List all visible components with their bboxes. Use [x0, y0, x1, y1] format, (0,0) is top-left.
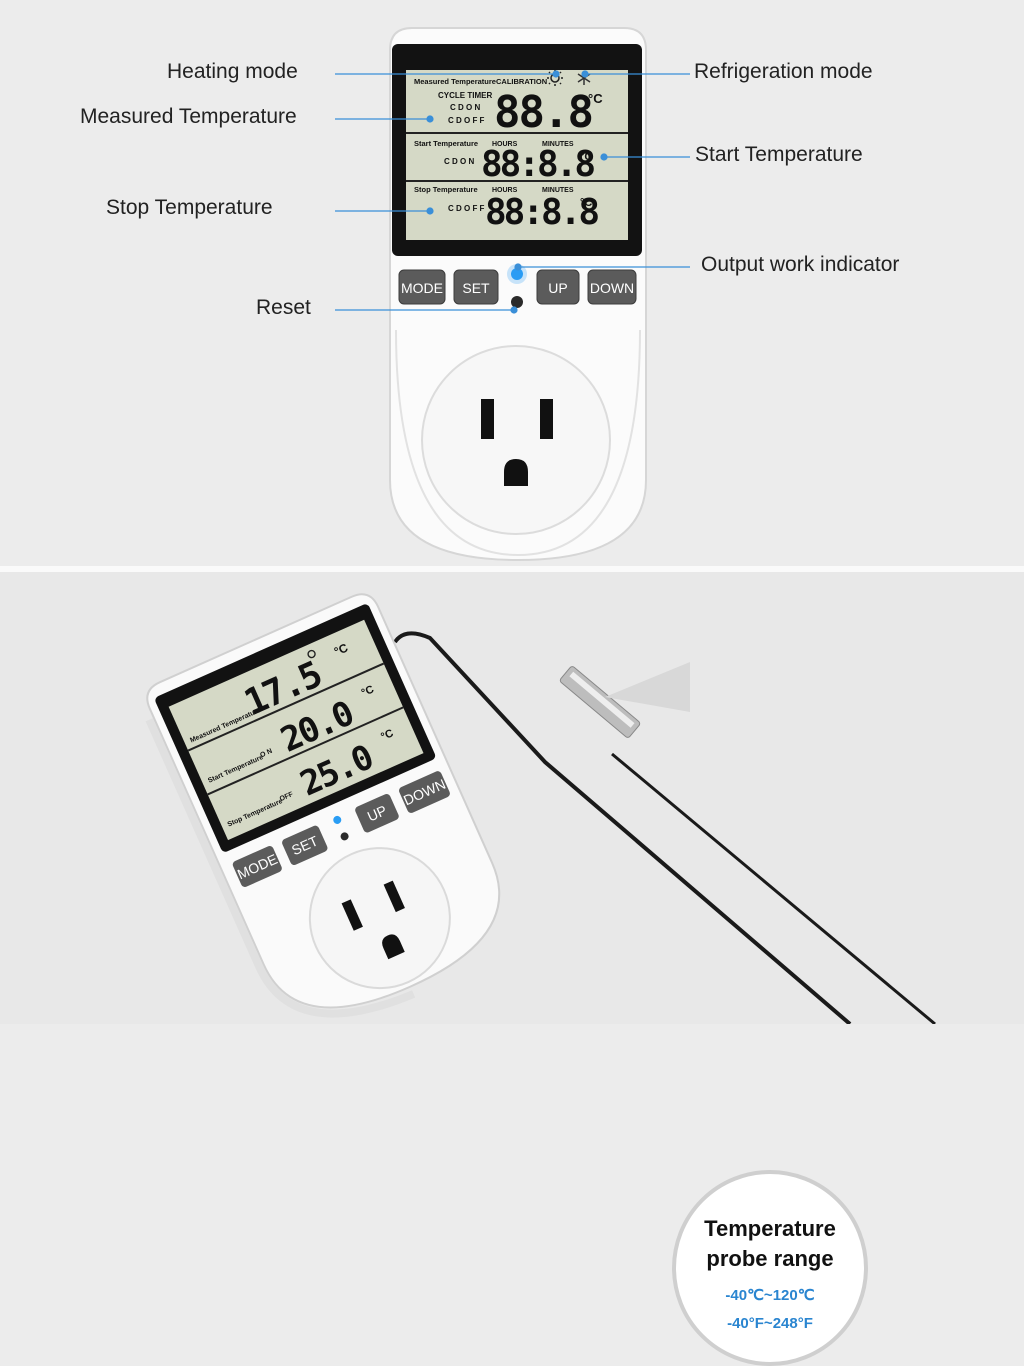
bottom-reset-hole[interactable] [339, 831, 350, 842]
outlet-socket [421, 345, 611, 535]
lcd-start-minutes-label: MINUTES [542, 141, 574, 148]
bottom-lcd-start-unit: °C [360, 683, 376, 699]
lcd-stop-hours-label: HOURS [492, 187, 518, 194]
lcd-measured-value: 88.8 [494, 87, 592, 138]
down-button-label: DOWN [590, 280, 634, 296]
lcd-start-hours-label: HOURS [492, 141, 518, 148]
probe-range-values: -40℃~120℃ -40°F~248°F [676, 1282, 864, 1338]
callout-reset: Reset [256, 296, 311, 319]
bottom-device-illustration: Measured Temperature 17.5 °C Start Tempe… [145, 593, 936, 1024]
bottom-outlet-socket [308, 847, 451, 990]
lcd-stop-value: 88:8.8 [485, 192, 598, 233]
lcd-measured-label: Measured Temperature [414, 77, 496, 86]
lcd-start-unit: °C [580, 151, 592, 163]
probe-range-celsius: -40℃~120℃ [725, 1287, 815, 1304]
callout-output-indicator: Output work indicator [701, 253, 900, 276]
reset-hole[interactable] [511, 296, 523, 308]
callout-start-temperature: Start Temperature [695, 143, 863, 166]
down-button[interactable]: DOWN [587, 269, 637, 305]
lcd-cdoff-label: C D O F F [448, 116, 485, 125]
panel-divider [0, 566, 1024, 572]
outlet-slot-left [481, 399, 494, 439]
probe-range-fahrenheit: -40°F~248°F [727, 1315, 813, 1332]
bottom-product-panel: Measured Temperature 17.5 °C Start Tempe… [0, 572, 1024, 1366]
bottom-outlet-slot-right [383, 880, 405, 913]
lcd-start-value: 88:8.8 [481, 144, 594, 185]
bottom-output-indicator-light [333, 815, 342, 824]
set-button-label: SET [462, 280, 490, 296]
lcd-stop-cd-label: C D O F F [448, 204, 485, 213]
top-device-illustration: Measured Temperature CALIBRATION CYCLE T… [335, 27, 690, 562]
callout-heating-mode: Heating mode [167, 60, 298, 83]
bottom-up-button-label: UP [365, 802, 389, 825]
mode-button-label: MODE [401, 280, 443, 296]
outlet-slot-right [540, 399, 553, 439]
mode-button[interactable]: MODE [398, 269, 446, 305]
probe-cable [393, 631, 852, 1024]
probe-range-bubble: Temperature probe range -40℃~120℃ -40°F~… [672, 1170, 868, 1366]
bottom-lcd-measured-unit: °C [332, 640, 350, 658]
bottom-set-button[interactable]: SET [281, 824, 329, 866]
probe-title-line1: Temperature [704, 1216, 836, 1241]
bottom-outlet-ground-hole [382, 934, 405, 960]
lcd-start-cd-label: C D O N [444, 157, 474, 166]
lcd-measured-unit: °C [588, 91, 603, 106]
outlet-ground-hole [504, 459, 528, 486]
lcd-cdon-label: C D O N [450, 103, 480, 112]
top-product-panel: Measured Temperature CALIBRATION CYCLE T… [0, 0, 1024, 566]
callout-lines [335, 70, 690, 314]
up-button-label: UP [548, 280, 567, 296]
lcd-calibration-label: CALIBRATION [496, 77, 547, 86]
bottom-outlet-slot-left [341, 899, 363, 931]
bottom-lcd-on-label: O N [259, 748, 273, 759]
set-button[interactable]: SET [453, 269, 499, 305]
lcd-stop-unit: °C [580, 197, 592, 209]
lcd-cycle-timer-label: CYCLE TIMER [438, 91, 492, 100]
lcd-screen [406, 70, 628, 240]
tilted-device: Measured Temperature 17.5 °C Start Tempe… [145, 593, 501, 1018]
lcd-start-label: Start Temperature [414, 139, 478, 148]
callout-refrigeration-mode: Refrigeration mode [694, 60, 873, 83]
callout-stop-temperature: Stop Temperature [106, 196, 273, 219]
bottom-heating-sun-icon [307, 649, 316, 659]
lcd-stop-minutes-label: MINUTES [542, 187, 574, 194]
probe-title: Temperature probe range [676, 1214, 864, 1274]
output-indicator-light [511, 268, 523, 280]
probe-title-line2: probe range [706, 1246, 834, 1271]
bottom-lcd-stop-unit: °C [379, 727, 395, 743]
callout-measured-temperature: Measured Temperature [80, 105, 297, 128]
lcd-stop-label: Stop Temperature [414, 185, 478, 194]
bottom-up-button[interactable]: UP [354, 793, 400, 834]
up-button[interactable]: UP [536, 269, 580, 305]
probe-sensor-tip [559, 666, 641, 738]
